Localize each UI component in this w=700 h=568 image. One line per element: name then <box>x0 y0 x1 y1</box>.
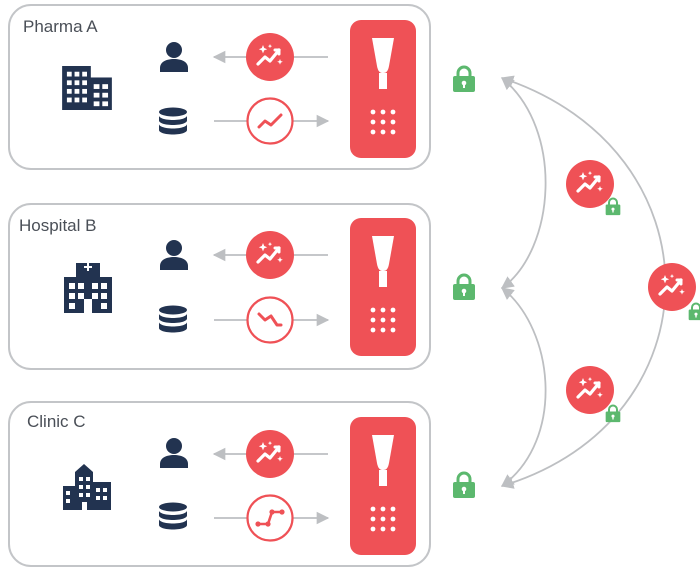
lock-icon <box>452 273 476 301</box>
org-node-clinic-c: Clinic C <box>8 401 431 567</box>
lock-icon <box>452 471 476 499</box>
trend-down-icon <box>246 296 294 344</box>
sparkle-trend-icon <box>246 231 294 279</box>
lock-icon <box>688 302 700 321</box>
org-label: Hospital B <box>19 216 96 235</box>
exchange-arrow-a-c <box>500 75 667 489</box>
sparkle-trend-icon <box>648 263 696 311</box>
database-icon <box>159 305 187 333</box>
org-node-pharma-a: Pharma A <box>8 4 431 170</box>
sparkle-trend-icon <box>566 160 614 208</box>
org-label: Pharma A <box>23 17 98 36</box>
trend-step-icon <box>246 494 294 542</box>
lock-icon <box>452 65 476 93</box>
database-icon <box>159 107 187 135</box>
secure-enclave-device-icon <box>350 417 416 555</box>
org-box <box>8 401 431 567</box>
sparkle-trend-icon <box>566 366 614 414</box>
lock-icon <box>605 404 621 423</box>
secure-enclave-device-icon <box>350 20 416 158</box>
sparkle-trend-icon <box>246 33 294 81</box>
org-node-hospital-b: Hospital B <box>8 203 431 370</box>
database-icon <box>159 502 187 530</box>
org-box <box>8 4 431 170</box>
exchange-arrow-a-b <box>500 77 547 289</box>
encrypted-model-a-b <box>566 160 621 216</box>
org-label: Clinic C <box>27 412 86 431</box>
exchange-arrow-b-c <box>500 287 547 487</box>
org-box <box>8 203 431 370</box>
secure-enclave-device-icon <box>350 218 416 356</box>
lock-icon <box>605 197 621 216</box>
trend-up-icon <box>246 97 294 145</box>
sparkle-trend-icon <box>246 430 294 478</box>
encrypted-model-a-c <box>648 263 700 321</box>
encrypted-model-b-c <box>566 366 621 423</box>
